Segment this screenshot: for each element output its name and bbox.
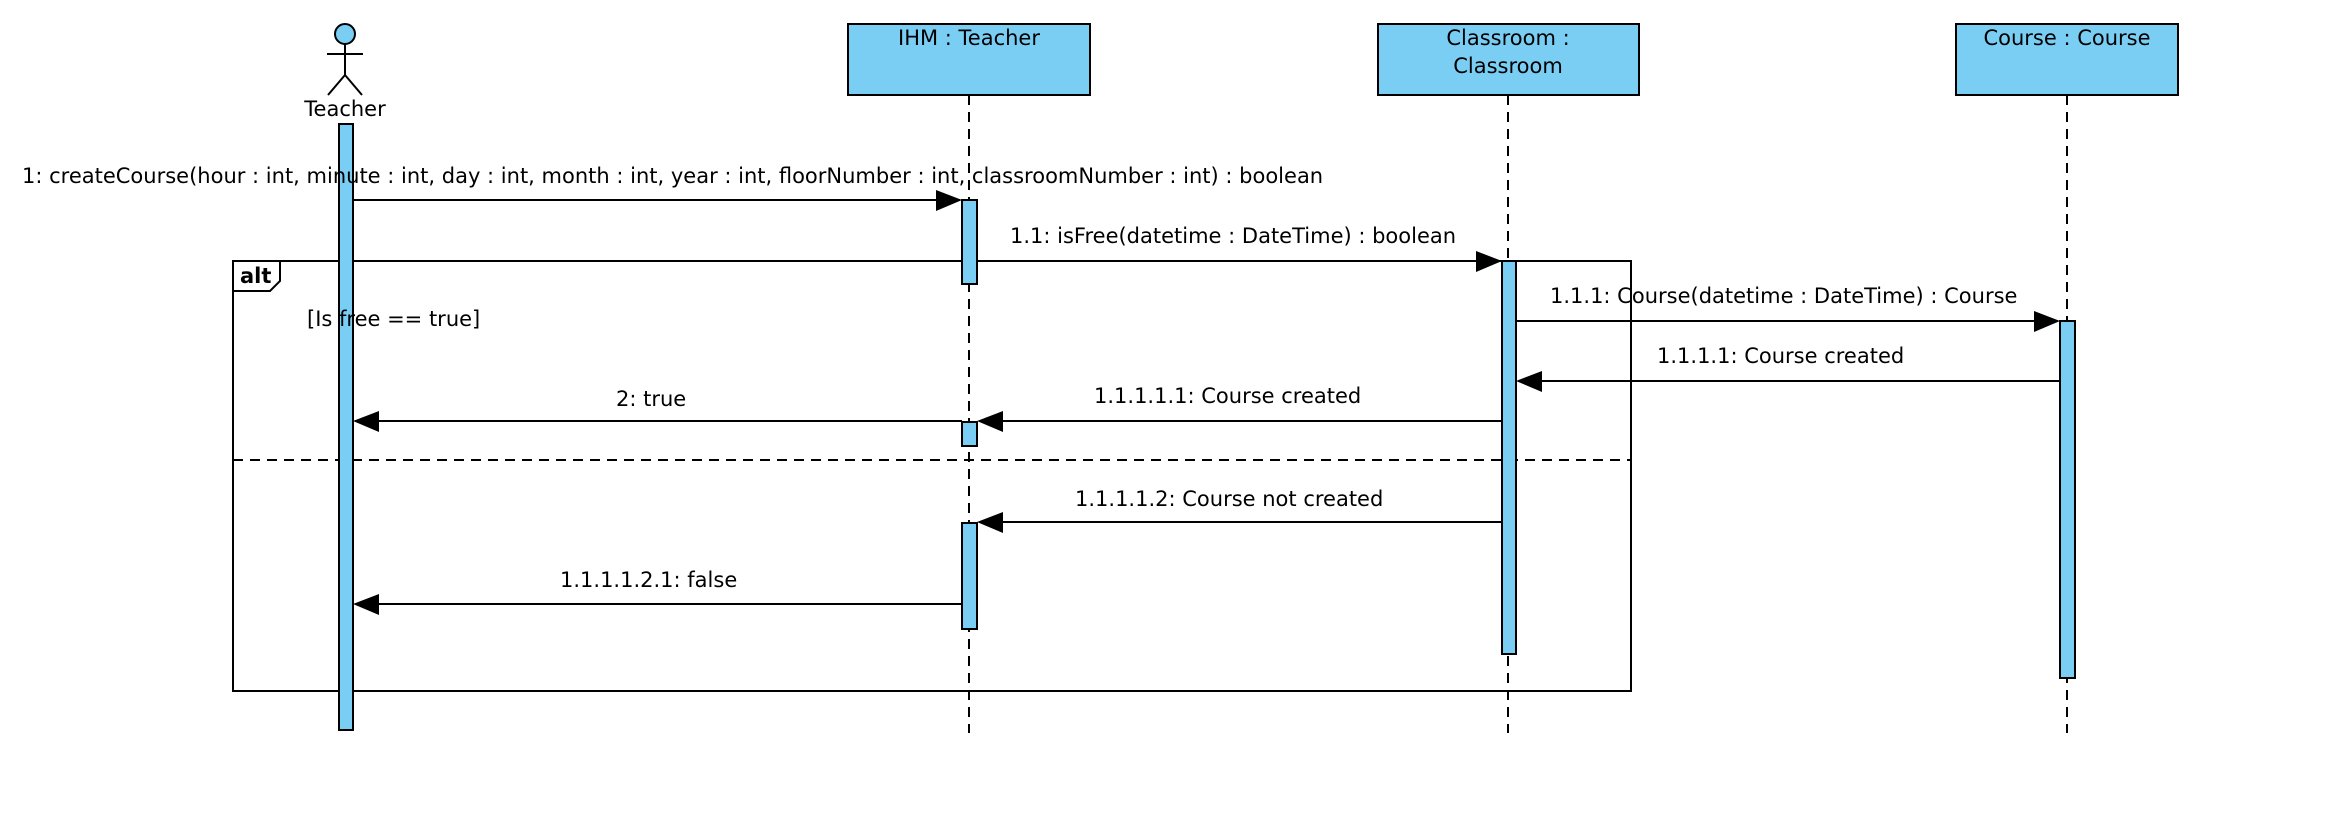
actor-label: Teacher: [303, 97, 386, 121]
message-1-arrowhead: [936, 190, 962, 211]
alt-frame[interactable]: alt: [232, 260, 1632, 692]
activation-bar-ihm-2: [961, 421, 978, 447]
activation-bar-teacher: [338, 123, 354, 731]
message-2[interactable]: 1.1: isFree(datetime : DateTime) : boole…: [977, 224, 1502, 272]
lifeline-classroom-label-line2: Classroom: [1453, 54, 1563, 78]
alt-guard-condition: [Is free == true]: [307, 307, 480, 331]
message-4[interactable]: 1.1.1.1: Course created: [1516, 344, 2060, 392]
lifeline-course-label: Course : Course: [1983, 26, 2150, 50]
lifeline-ihm-label: IHM : Teacher: [898, 26, 1040, 50]
message-8-arrowhead: [353, 594, 379, 615]
message-4-arrowhead: [1516, 371, 1542, 392]
message-5-label: 1.1.1.1.1: Course created: [1094, 384, 1361, 408]
activation-bar-ihm-1: [961, 199, 978, 285]
message-7-arrowhead: [977, 512, 1003, 533]
message-6[interactable]: 2: true: [353, 387, 962, 432]
message-3-label: 1.1.1: Course(datetime : DateTime) : Cou…: [1550, 284, 2017, 308]
message-4-label: 1.1.1.1: Course created: [1657, 344, 1904, 368]
message-2-arrowhead: [1476, 251, 1502, 272]
message-6-arrowhead: [353, 411, 379, 432]
lifeline-classroom-label-line1: Classroom :: [1446, 26, 1569, 50]
message-1-label: 1: createCourse(hour : int, minute : int…: [22, 164, 1323, 188]
activation-bar-classroom: [1501, 260, 1517, 655]
alt-operator-label: alt: [240, 264, 271, 288]
activation-bar-course: [2059, 320, 2076, 679]
lifeline-header-course[interactable]: Course : Course: [1955, 23, 2179, 96]
message-2-label: 1.1: isFree(datetime : DateTime) : boole…: [1010, 224, 1456, 248]
lifeline-header-classroom[interactable]: Classroom : Classroom: [1377, 23, 1640, 96]
message-3[interactable]: 1.1.1: Course(datetime : DateTime) : Cou…: [1516, 284, 2060, 332]
activation-bar-ihm-3: [961, 522, 978, 630]
actor-teacher[interactable]: Teacher: [303, 23, 386, 121]
message-6-label: 2: true: [616, 387, 686, 411]
message-5-arrowhead: [977, 411, 1003, 432]
message-8-label: 1.1.1.1.2.1: false: [560, 568, 737, 592]
stick-figure-icon: [327, 23, 363, 96]
message-7[interactable]: 1.1.1.1.2: Course not created: [977, 487, 1502, 533]
message-1[interactable]: 1: createCourse(hour : int, minute : int…: [22, 164, 1323, 211]
message-3-arrowhead: [2034, 311, 2060, 332]
message-8[interactable]: 1.1.1.1.2.1: false: [353, 568, 962, 615]
message-5[interactable]: 1.1.1.1.1: Course created: [977, 384, 1502, 432]
lifeline-header-ihm[interactable]: IHM : Teacher: [847, 23, 1091, 96]
message-7-label: 1.1.1.1.2: Course not created: [1075, 487, 1383, 511]
